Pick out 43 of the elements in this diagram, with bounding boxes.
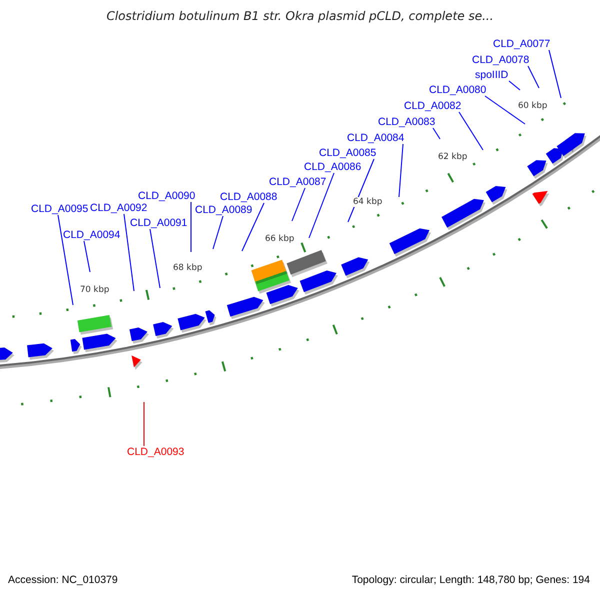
scale-label: 60 kbp (518, 101, 548, 111)
leader-line (292, 188, 306, 222)
gene-label: CLD_A0095 (31, 203, 88, 215)
scale-label: 70 kbp (80, 285, 110, 295)
leader-line (84, 240, 90, 272)
gene-label: CLD_A0078 (472, 54, 530, 66)
scale-label: 64 kbp (353, 197, 382, 207)
leader-line (528, 66, 540, 88)
leader-line (548, 50, 562, 98)
leader-line (398, 144, 404, 198)
gene-label: CLD_A0089 (195, 204, 252, 216)
footer-text: Topology: circular; Length: 148,780 bp; Genes: 194 (352, 574, 590, 586)
leader-line (484, 96, 526, 124)
gene-label: CLD_A0077 (493, 38, 550, 50)
gene-label: CLD_A0083 (378, 116, 436, 128)
gene-label: CLD_A0088 (220, 191, 278, 203)
leader-line (432, 128, 440, 140)
leader-line (508, 80, 520, 90)
gene-label: CLD_A0091 (130, 217, 188, 229)
footer-text: Accession: NC_010379 (8, 574, 118, 586)
title: Clostridium botulinum B1 str. Okra plasmid pCLD, complete se... (105, 9, 495, 23)
gene-label: CLD_A0092 (90, 202, 148, 214)
leader-line (458, 112, 484, 150)
leader-line (190, 202, 192, 252)
gene-label: CLD_A0094 (63, 229, 120, 241)
gene-label: CLD_A0086 (304, 161, 362, 173)
gene-label: spoIIID (475, 69, 508, 81)
leader-line (308, 172, 334, 238)
gene-label: CLD_A0087 (269, 176, 326, 188)
gene-label: CLD_A0093 (127, 446, 184, 458)
leader-line (58, 214, 74, 306)
gene-label: CLD_A0084 (347, 132, 404, 144)
leader-line (212, 216, 224, 250)
leader-line (150, 228, 160, 288)
gene-label: CLD_A0090 (138, 190, 196, 202)
gene-label: CLD_A0080 (429, 84, 486, 96)
gene-label: CLD_A0082 (404, 100, 462, 112)
gene-label: CLD_A0085 (319, 147, 376, 159)
scale-label: 66 kbp (265, 234, 294, 244)
scale-label: 62 kbp (438, 152, 468, 162)
leader-line (124, 214, 134, 292)
leader-line (242, 202, 264, 252)
scale-label: 68 kbp (173, 263, 202, 273)
